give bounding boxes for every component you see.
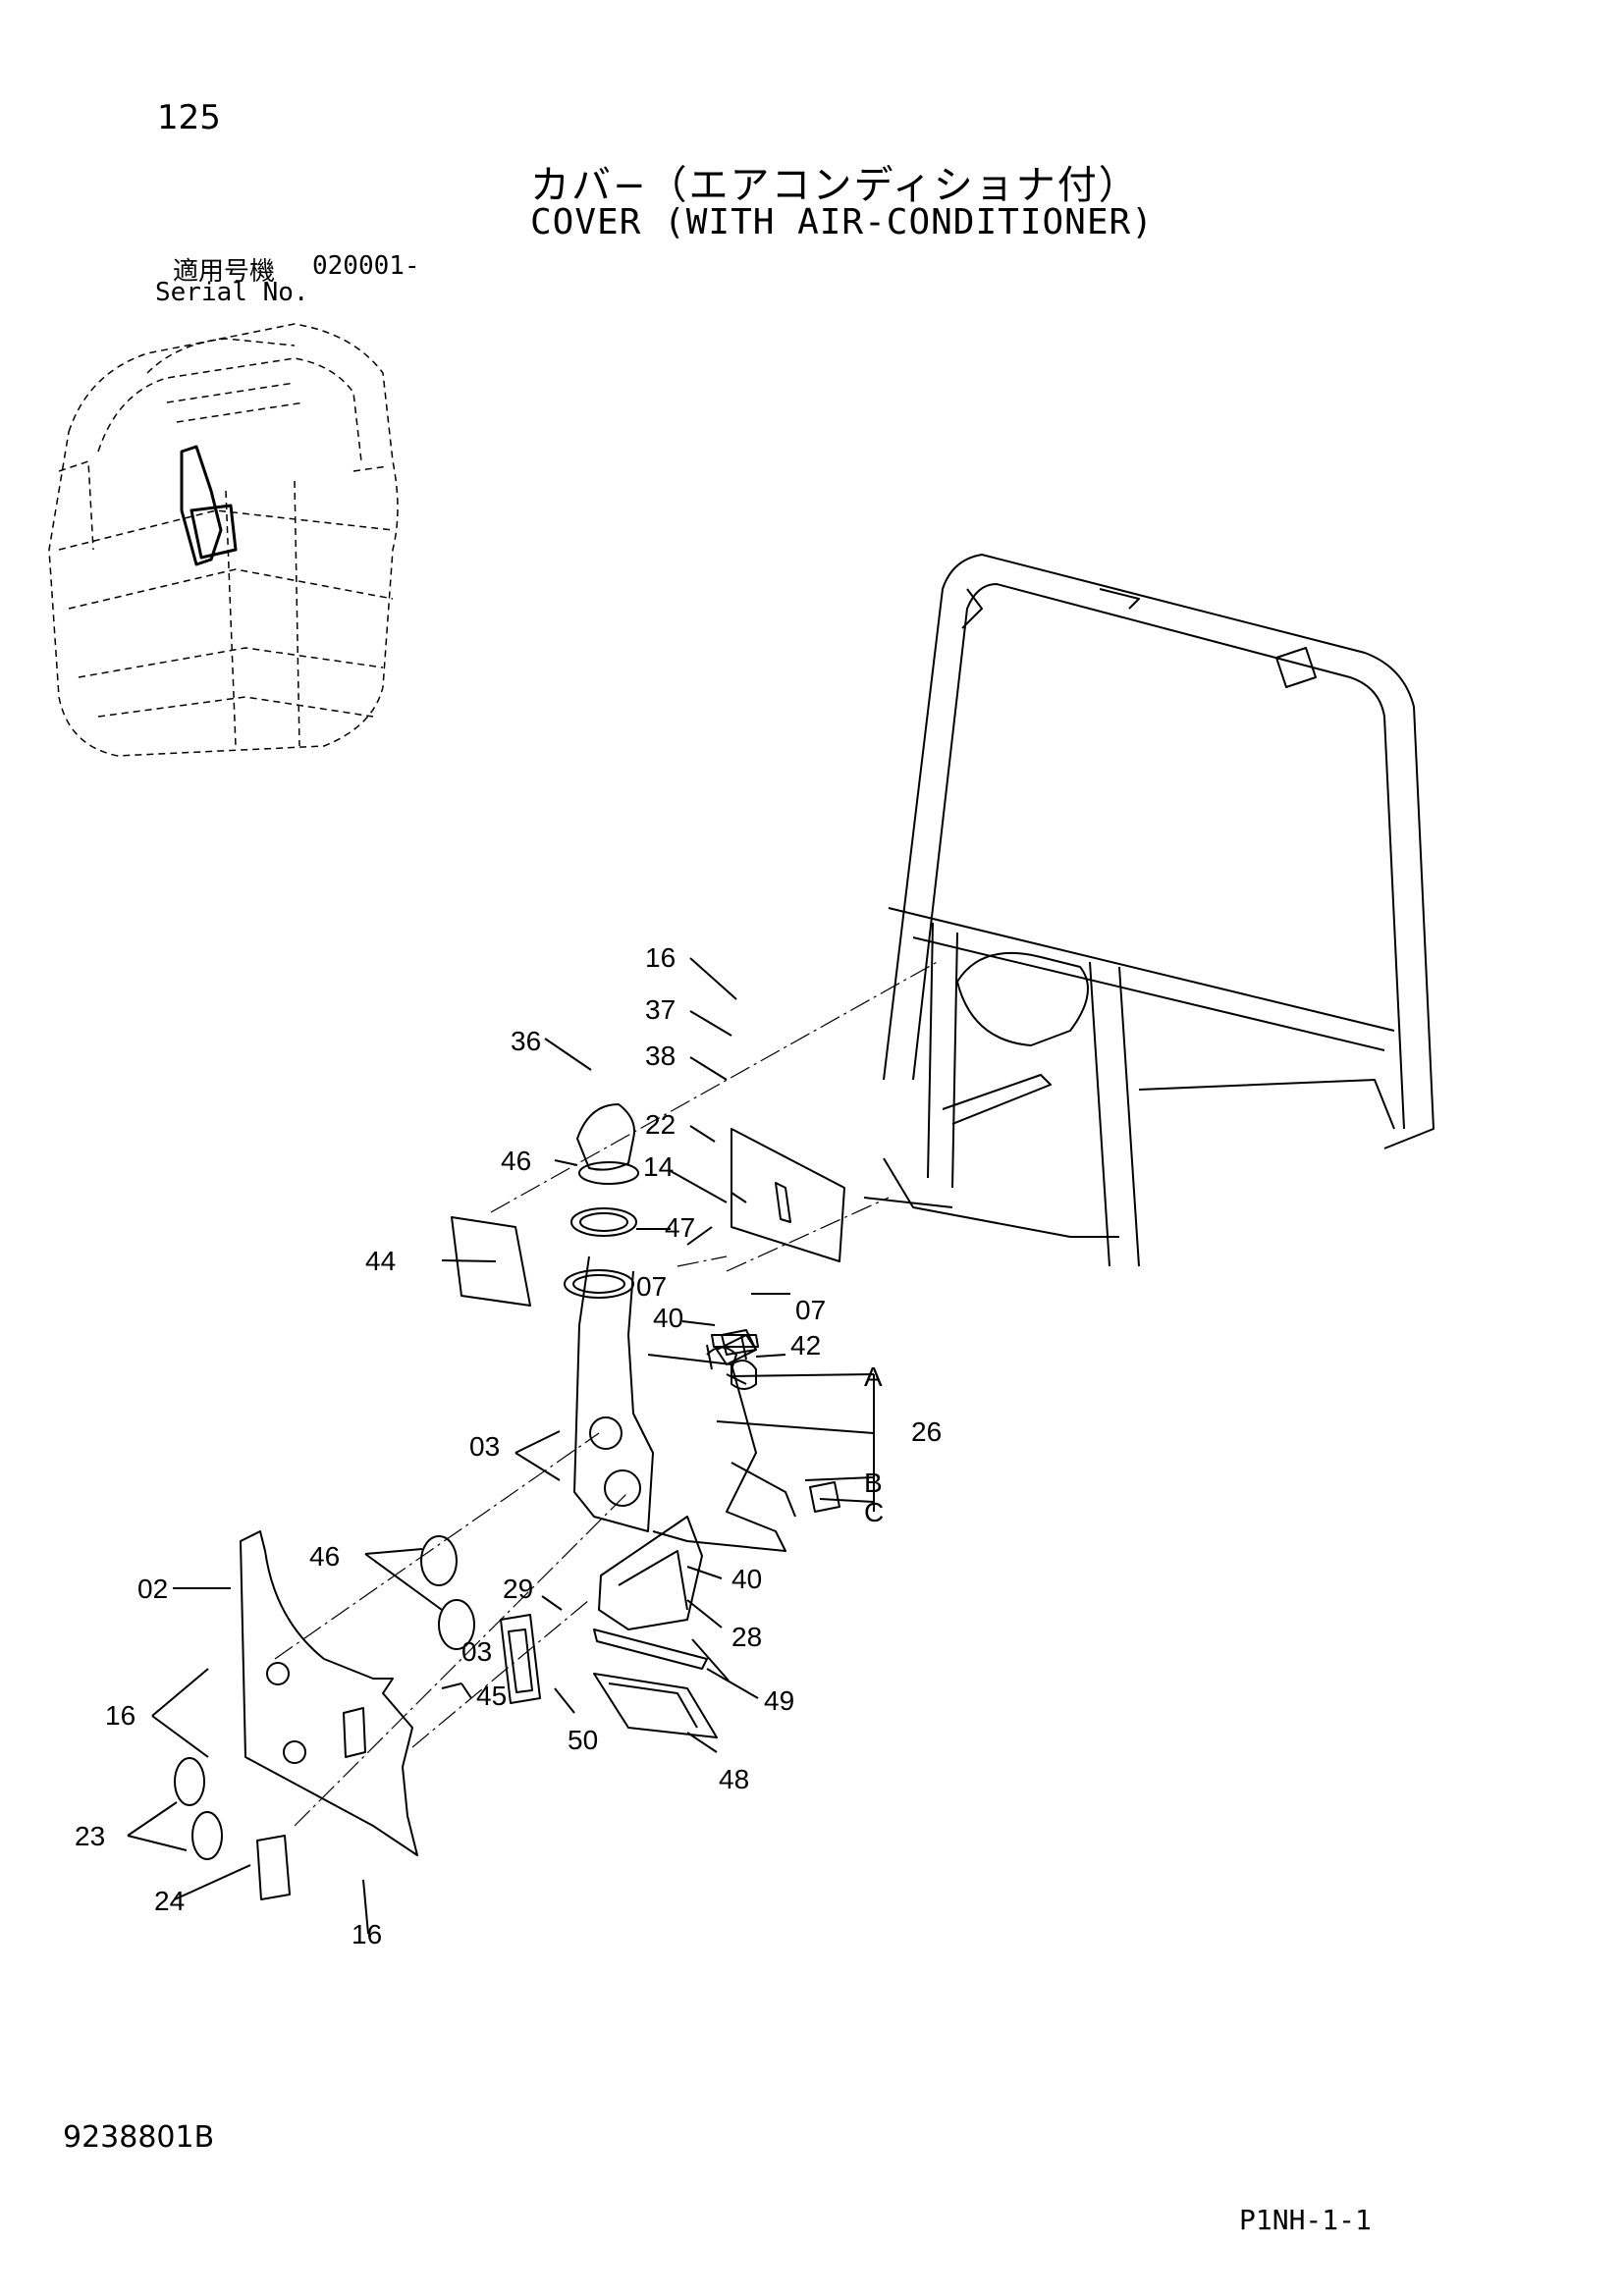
serial-label-japanese: 適用号機 xyxy=(173,257,276,287)
machine-locator-view xyxy=(48,323,399,757)
callout-37: 37 xyxy=(645,994,676,1025)
page-number: 125 xyxy=(157,98,221,137)
callout-24: 24 xyxy=(154,1886,185,1916)
callout-42: 42 xyxy=(790,1330,821,1361)
callout-07: 07 xyxy=(636,1271,667,1302)
callout-02: 02 xyxy=(137,1574,168,1604)
page-title-english: COVER (WITH AIR-CONDITIONER) xyxy=(530,202,1154,242)
leader-lines xyxy=(127,957,875,1935)
callout-labels: 16 37 38 36 22 46 14 47 44 07 07 40 42 A… xyxy=(75,942,942,1949)
page-reference: P1NH-1-1 xyxy=(1239,2204,1372,2236)
callout-03-lower: 03 xyxy=(461,1636,492,1667)
cab-frame xyxy=(863,554,1435,1267)
callout-22: 22 xyxy=(645,1109,676,1140)
callout-46-lower: 46 xyxy=(309,1541,340,1572)
page-title-japanese: カバ−（エアコンディショナ付） xyxy=(530,163,1140,208)
callout-44: 44 xyxy=(365,1246,396,1276)
callout-47: 47 xyxy=(665,1212,695,1243)
callout-26: 26 xyxy=(911,1416,942,1447)
callout-29: 29 xyxy=(503,1574,533,1604)
callout-40: 40 xyxy=(653,1303,683,1333)
assembly-center-lines xyxy=(274,959,942,1827)
callout-23: 23 xyxy=(75,1821,105,1851)
callout-28: 28 xyxy=(731,1622,762,1652)
callout-c: C xyxy=(864,1497,884,1527)
callout-14: 14 xyxy=(643,1151,674,1182)
callout-b: B xyxy=(864,1468,883,1498)
callout-16: 16 xyxy=(645,942,676,973)
document-code: 9238801B xyxy=(63,2120,215,2155)
callout-03: 03 xyxy=(469,1431,500,1462)
callout-16-bottom: 16 xyxy=(352,1919,382,1949)
callout-48: 48 xyxy=(719,1764,749,1794)
callout-40-lower: 40 xyxy=(731,1564,762,1594)
serial-label-english: Serial No. xyxy=(155,278,309,307)
callout-45: 45 xyxy=(476,1681,507,1711)
callout-46: 46 xyxy=(501,1146,531,1176)
callout-50: 50 xyxy=(568,1725,598,1755)
serial-number-range: 020001- xyxy=(312,251,420,281)
callout-16-left: 16 xyxy=(105,1700,135,1731)
duct-and-cover-parts xyxy=(174,1103,845,1900)
callout-a: A xyxy=(864,1362,883,1392)
callout-36: 36 xyxy=(511,1026,541,1056)
callout-38: 38 xyxy=(645,1041,676,1071)
callout-49: 49 xyxy=(764,1685,794,1716)
callout-07-lower: 07 xyxy=(795,1295,826,1325)
